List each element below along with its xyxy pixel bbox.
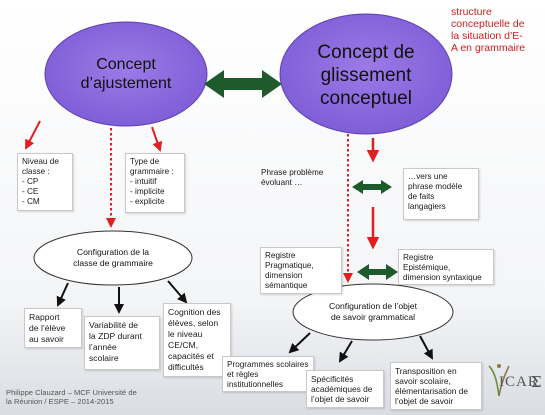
phrase-modele-box: …vers une phrase modèle de faits langagi… xyxy=(403,168,479,220)
registre-pragmatique-box: Registre Pragmatique, dimension sémantiq… xyxy=(260,247,342,294)
black-arrow-programmes xyxy=(288,332,311,354)
config-classe-ellipse xyxy=(33,230,193,286)
phrase-probleme-box: Phrase problème évoluant … xyxy=(261,168,324,187)
config-classe-label: Configuration de la classe de grammaire xyxy=(73,247,153,268)
red-arrow-niveau xyxy=(25,120,41,150)
concept-glissement-label: Concept de glissement conceptuel xyxy=(317,41,415,109)
transposition-box: Transposition en savoir scolaire, élémen… xyxy=(390,362,482,410)
black-arrow-cognition xyxy=(167,280,188,304)
black-arrow-rapport xyxy=(56,282,69,307)
logo-sigma-icon: Σ xyxy=(531,373,542,391)
concept-ajustement-label: Concept d’ajustement xyxy=(80,56,172,92)
config-objet-label: Configuration de l’objet de savoir gramm… xyxy=(329,301,417,322)
specificites-box: Spécificités académiques de l’objet de s… xyxy=(306,370,384,408)
type-grammaire-box: Type de grammaire : - intuitif - implici… xyxy=(125,153,185,213)
red-arrow-type xyxy=(151,126,163,152)
variabilite-zdp-box: Variabilité de la ZDP durant l’année sco… xyxy=(84,316,160,370)
concept-ajustement-ellipse xyxy=(44,21,208,127)
logo-text: ICAR xyxy=(499,374,539,390)
config-objet-ellipse xyxy=(292,283,454,341)
footer-credit: Philippe Clauzard – MCF Université de la… xyxy=(6,388,137,407)
black-arrow-transposition xyxy=(419,335,433,360)
green-double-arrow-registre xyxy=(357,264,398,280)
icare-logo: ICAR Σ xyxy=(485,360,542,402)
registre-epistemique-box: Registre Epistémique, dimension syntaxiq… xyxy=(398,249,494,285)
programmes-scolaires-box: Programmes scolaires et règles instituti… xyxy=(222,356,314,392)
green-double-arrow-top xyxy=(204,70,282,98)
corner-note: structure conceptuelle de la situation d… xyxy=(451,6,526,54)
black-arrow-specificites xyxy=(338,340,353,363)
cognition-eleves-box: Cognition des élèves, selon le niveau CE… xyxy=(163,303,231,377)
rapport-eleve-box: Rapport de l’élève au savoir xyxy=(24,308,82,348)
green-double-arrow-phrase xyxy=(352,180,392,194)
niveau-classe-box: Niveau de classe : - CP - CE - CM xyxy=(17,153,73,211)
concept-glissement-ellipse xyxy=(279,13,453,135)
logo-figure-icon xyxy=(488,364,510,397)
